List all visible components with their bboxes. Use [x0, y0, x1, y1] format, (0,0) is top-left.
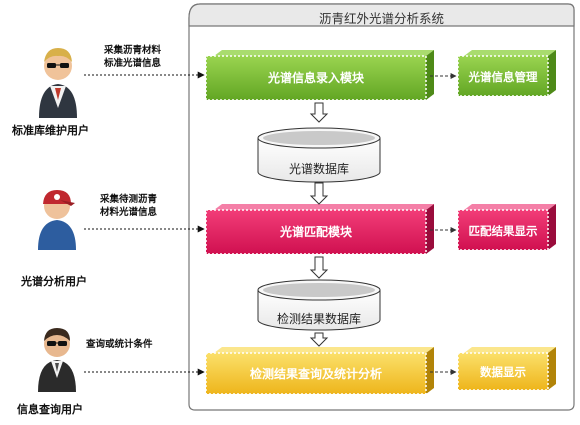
- entry-module-box[interactable]: [205, 50, 434, 101]
- analyst-user-icon: [38, 190, 76, 250]
- down-arrow-3: [309, 256, 329, 279]
- system-title: 沥青红外光谱分析系统: [318, 11, 444, 26]
- down-arrow-1: [309, 102, 329, 123]
- data-display-label: 数据显示: [480, 365, 526, 379]
- maintainer-note-line-1: 采集沥青材料: [104, 45, 162, 56]
- maintainer-note-line-2: 标准光谱信息: [104, 58, 162, 69]
- entry-module-label: 光谱信息录入模块: [267, 71, 364, 85]
- match-module-box[interactable]: [205, 204, 434, 255]
- match-result-label: 匹配结果显示: [468, 224, 538, 238]
- maintainer-user-icon: [39, 48, 77, 118]
- query-user-label: 信息查询用户: [17, 403, 83, 416]
- spectrum-database-cylinder: [257, 127, 381, 183]
- result-database-label: 检测结果数据库: [276, 312, 361, 326]
- query-user-icon: [38, 328, 76, 392]
- query-module-label: 检测结果查询及统计分析: [249, 367, 382, 381]
- data-display-box[interactable]: [457, 347, 556, 391]
- match-result-box[interactable]: [457, 204, 556, 251]
- spectrum-database-label: 光谱数据库: [288, 162, 349, 176]
- maintainer-user-label: 标准库维护用户: [12, 124, 89, 137]
- system-title-tab: [188, 3, 575, 27]
- query-note: 查询或统计条件: [86, 338, 153, 351]
- analyst-note-line-1: 采集待测沥青: [100, 194, 158, 205]
- down-arrow-4: [309, 332, 329, 347]
- result-database-cylinder: [257, 279, 381, 331]
- analyst-user-label: 光谱分析用户: [21, 275, 87, 288]
- down-arrow-2: [309, 182, 329, 205]
- maintainer-note: 采集沥青材料 标准光谱信息: [104, 44, 161, 70]
- manage-module-label: 光谱信息管理: [468, 70, 538, 84]
- match-module-label: 光谱匹配模块: [279, 225, 352, 239]
- query-module-box[interactable]: [205, 347, 434, 395]
- manage-module-box[interactable]: [457, 50, 556, 97]
- analyst-note-line-2: 材料光谱信息: [100, 207, 158, 218]
- analyst-note: 采集待测沥青 材料光谱信息: [100, 193, 157, 219]
- query-note-line-1: 查询或统计条件: [86, 339, 153, 350]
